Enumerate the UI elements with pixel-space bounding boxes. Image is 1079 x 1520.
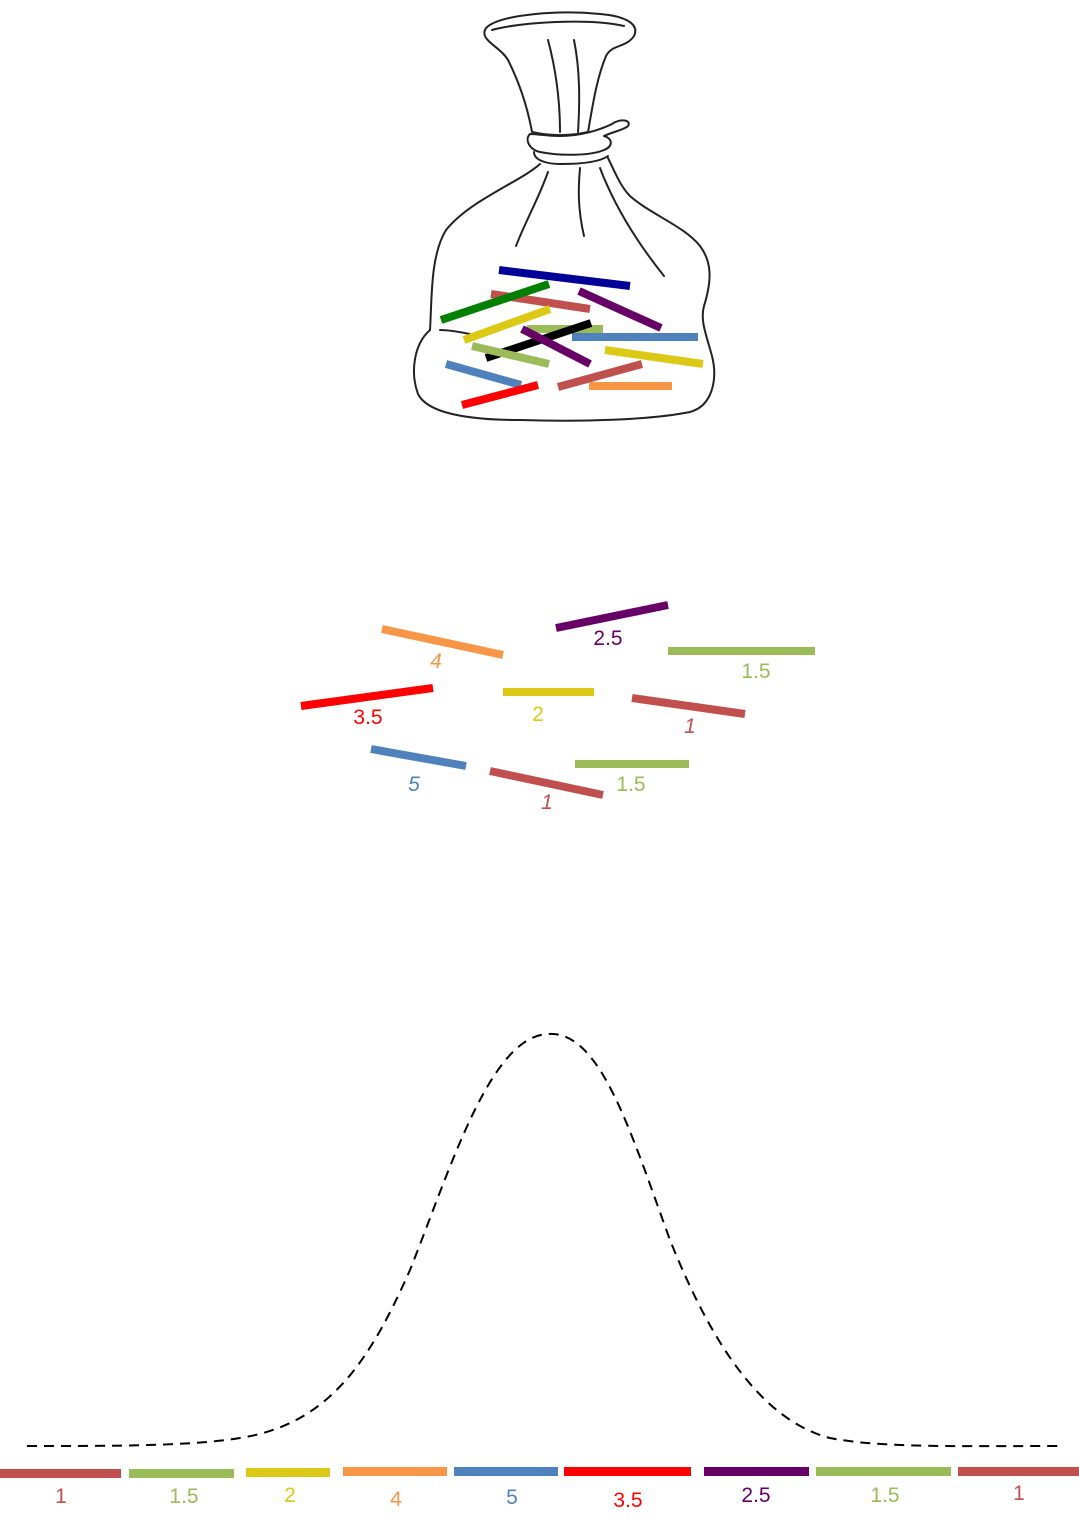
sorted-stick-bar xyxy=(564,1467,691,1476)
sorted-stick-label: 5 xyxy=(506,1486,518,1509)
sorted-stick: 3.5 xyxy=(564,1467,691,1512)
scattered-stick-bar xyxy=(489,767,604,799)
sorted-stick: 5 xyxy=(454,1467,558,1509)
bag-knot xyxy=(526,119,630,156)
bag-stick xyxy=(498,266,631,290)
bag-fold-1 xyxy=(547,39,561,133)
bag-body xyxy=(413,157,716,422)
scattered-sticks: 4 2.5 1.5 3.5 2 1 5 1 xyxy=(300,601,815,814)
bag-stick xyxy=(577,287,663,332)
scattered-stick: 1.5 xyxy=(668,647,815,683)
bag-crease-1 xyxy=(515,171,549,247)
sorted-stick: 1 xyxy=(0,1469,121,1508)
sorted-stick-label: 4 xyxy=(390,1488,402,1511)
bag-stick xyxy=(604,346,704,368)
scattered-stick-label: 2.5 xyxy=(593,627,622,650)
scattered-stick-bar xyxy=(370,745,467,770)
bag-crease-3 xyxy=(599,167,665,277)
sorted-stick-bar xyxy=(816,1467,951,1476)
bag-mouth xyxy=(483,11,637,136)
bag-stick xyxy=(471,342,550,368)
bag-knot-lower xyxy=(533,151,609,165)
bag-stick xyxy=(460,381,540,409)
bag-stick xyxy=(556,360,644,391)
scattered-stick: 4 xyxy=(381,625,504,673)
scattered-stick-label: 1 xyxy=(541,791,553,814)
sorted-stick-label: 1.5 xyxy=(169,1485,198,1508)
bag-mouth-inner xyxy=(491,20,625,31)
scattered-stick-bar xyxy=(555,601,669,632)
scattered-stick: 1 xyxy=(489,767,604,814)
sorted-stick-label: 3.5 xyxy=(613,1489,642,1512)
sorted-stick-label: 2 xyxy=(284,1484,296,1507)
sorted-stick-label: 2.5 xyxy=(741,1484,770,1507)
sorted-stick: 4 xyxy=(343,1467,447,1511)
bag-stick xyxy=(444,360,523,389)
sorted-stick-bar xyxy=(246,1468,330,1477)
sorted-stick-bar xyxy=(343,1467,447,1476)
sorted-stick-bar xyxy=(454,1467,558,1476)
scattered-stick: 5 xyxy=(370,745,467,796)
scattered-stick-label: 1.5 xyxy=(741,660,770,683)
bag-fold-2 xyxy=(573,39,581,133)
sorted-stick-bar xyxy=(704,1467,809,1476)
bag-crease-2 xyxy=(577,167,585,237)
scattered-stick-label: 2 xyxy=(532,703,544,726)
sorted-stick-label: 1 xyxy=(55,1485,67,1508)
sorted-sticks: 1 1.5 2 4 5 3.5 2.5 1.5 xyxy=(0,1467,1079,1512)
sorted-stick: 1.5 xyxy=(816,1467,951,1507)
sorted-stick-bar xyxy=(0,1469,121,1478)
bag-stick xyxy=(439,280,551,324)
bag-illustration xyxy=(413,11,716,422)
sorted-stick-bar xyxy=(958,1467,1079,1476)
bell-curve xyxy=(26,1032,1059,1448)
bag-stick xyxy=(520,325,592,368)
sorted-stick: 2 xyxy=(246,1468,330,1507)
sorted-stick-label: 1 xyxy=(1013,1482,1025,1505)
scattered-stick: 2.5 xyxy=(555,601,669,650)
scattered-stick-label: 4 xyxy=(430,650,442,673)
scattered-stick: 3.5 xyxy=(300,684,434,729)
scattered-stick-label: 1 xyxy=(684,715,696,738)
bag-stick xyxy=(462,305,552,344)
sorted-stick-label: 1.5 xyxy=(870,1484,899,1507)
sorted-stick: 1.5 xyxy=(129,1469,234,1508)
scattered-stick: 1.5 xyxy=(575,760,689,796)
scattered-stick-bar xyxy=(381,625,504,659)
sorted-stick: 2.5 xyxy=(704,1467,809,1507)
scattered-stick-bar xyxy=(631,694,746,718)
scattered-stick-label: 1.5 xyxy=(616,773,645,796)
bag-sticks xyxy=(439,266,704,409)
scattered-stick-label: 3.5 xyxy=(353,706,382,729)
sorted-stick: 1 xyxy=(958,1467,1079,1505)
scattered-stick: 2 xyxy=(503,688,594,726)
sorted-stick-bar xyxy=(129,1469,234,1478)
scattered-stick-bar xyxy=(300,684,434,710)
scattered-stick: 1 xyxy=(631,694,746,738)
bag-crease-4 xyxy=(439,329,471,335)
scattered-stick-label: 5 xyxy=(408,773,420,796)
